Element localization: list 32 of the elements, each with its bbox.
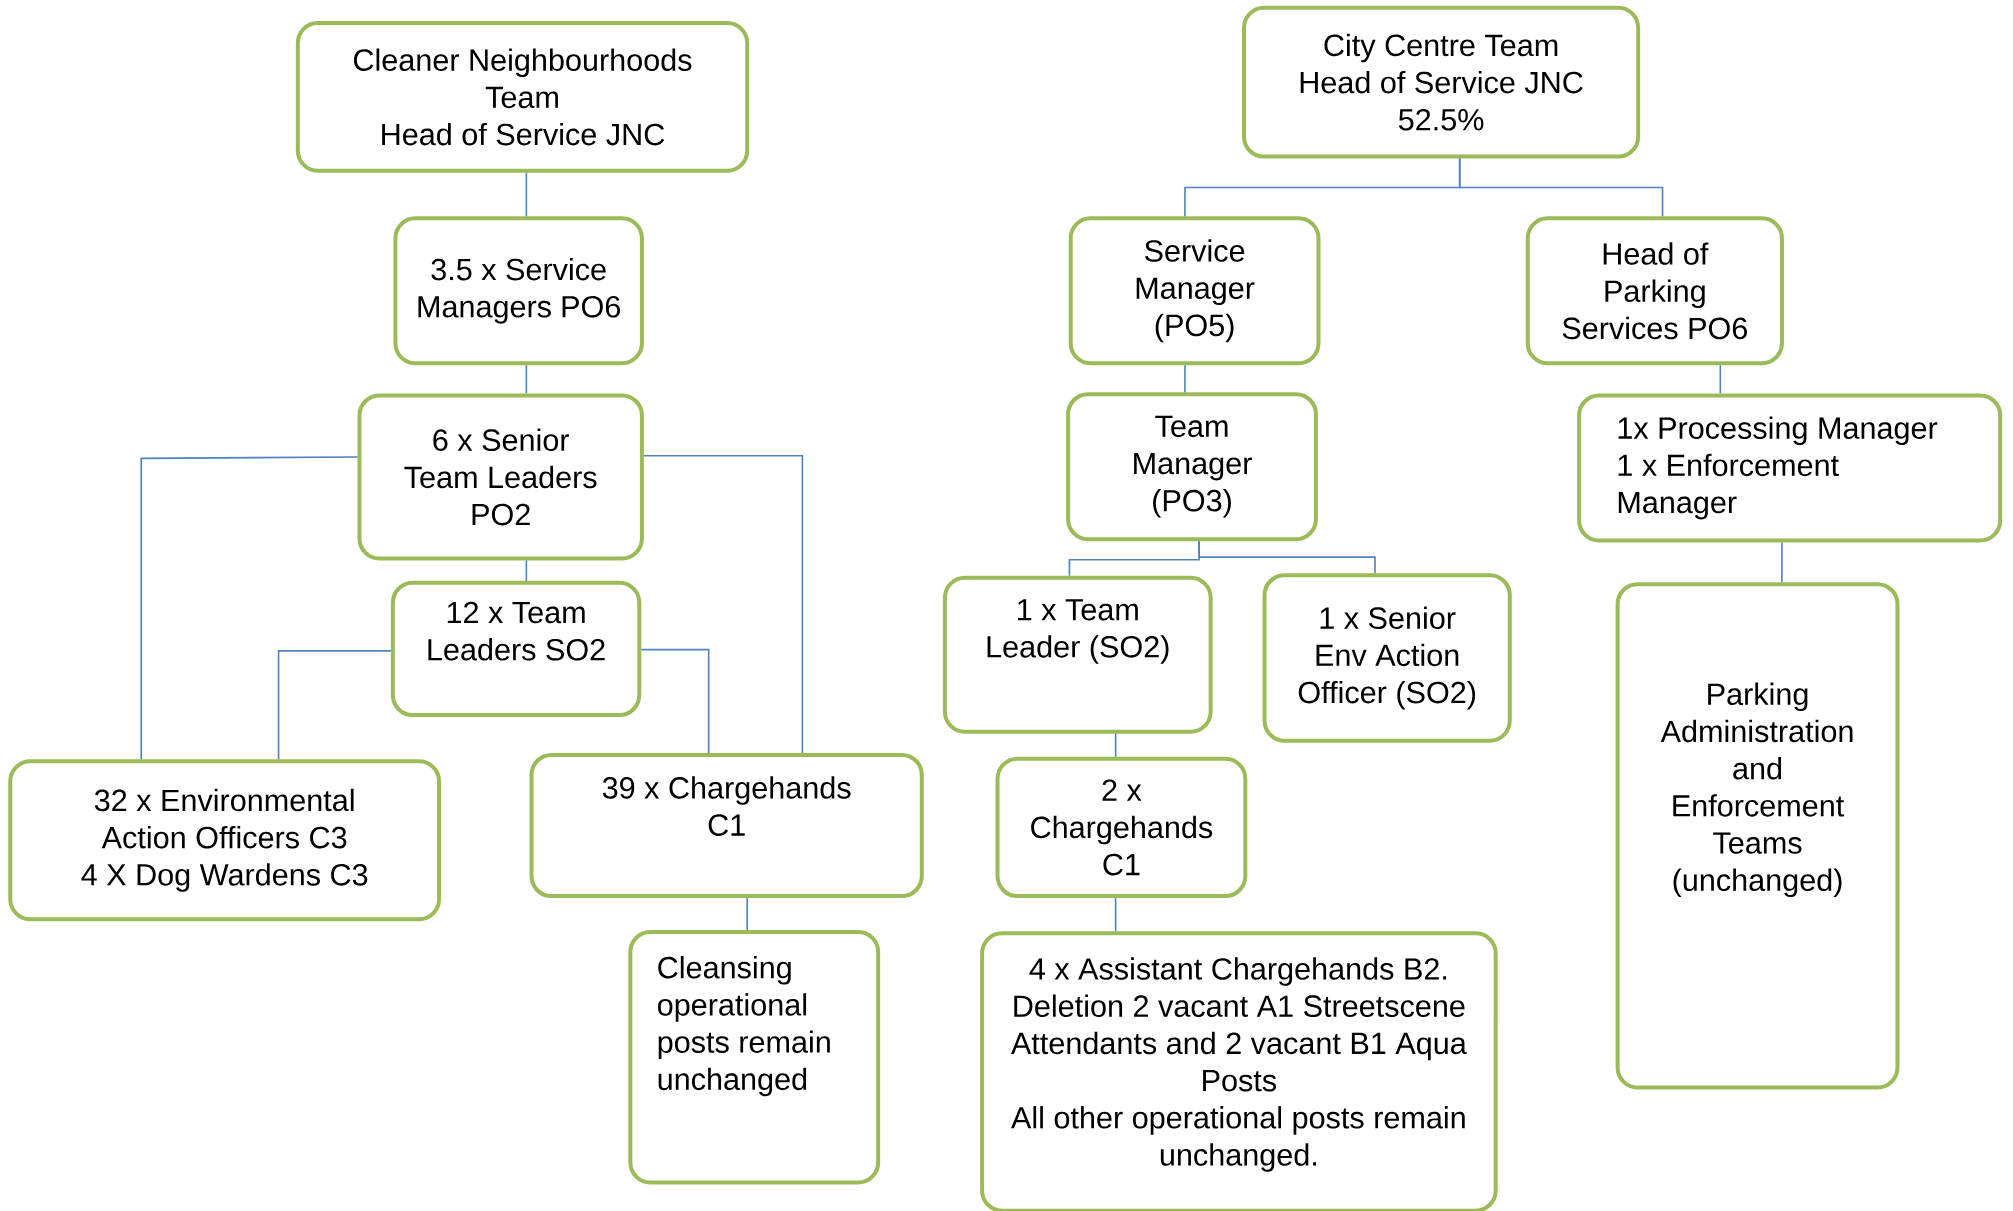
- org-box: 1x Processing Manager 1 x Enforcement Manager: [1577, 393, 2003, 543]
- connector-line: [525, 364, 528, 395]
- connector-line: [525, 559, 528, 582]
- org-box: 12 x Team Leaders SO2: [390, 580, 642, 718]
- connector-line: [1184, 364, 1186, 393]
- org-box: 32 x Environmental Action Officers C3 4 X Dog Wardens C3: [8, 759, 442, 922]
- org-box: 1 x Team Leader (SO2): [942, 575, 1213, 734]
- org-box: 1 x Senior Env Action Officer (SO2): [1262, 573, 1512, 743]
- connector-line: [1198, 540, 1376, 574]
- org-box: 39 x Chargehands C1: [529, 752, 924, 899]
- connector-line: [1781, 541, 1783, 583]
- org-box: City Centre Team Head of Service JNC 52.5%: [1242, 5, 1641, 159]
- org-box: Team Manager (PO3): [1066, 392, 1318, 542]
- connector-line: [525, 171, 528, 218]
- org-box: Parking Administration and Enforcement Teams (unchanged): [1615, 582, 1900, 1090]
- org-box: 4 x Assistant Chargehands B2. Deletion 2 vacant A1 Streetscene Attendants and 2 vacant B1 Aqua Posts All other operational posts remain unchanged.: [980, 931, 1498, 1211]
- org-box: 6 x Senior Team Leaders PO2: [357, 393, 644, 561]
- connector-line: [1114, 897, 1117, 933]
- org-box: Service Manager (PO5): [1068, 216, 1321, 366]
- connector-line: [277, 650, 392, 761]
- connector-line: [140, 456, 359, 761]
- org-box: Cleansing operational posts remain unchanged: [628, 930, 881, 1185]
- org-box: Head of Parking Services PO6: [1525, 216, 1784, 366]
- org-box: 2 x Chargehands C1: [995, 756, 1248, 899]
- connector-line: [640, 648, 710, 754]
- connector-line: [1458, 157, 1664, 218]
- org-box: Cleaner Neighbourhoods Team Head of Service JNC: [295, 21, 750, 173]
- connector-line: [746, 897, 748, 931]
- connector-line: [1719, 364, 1722, 395]
- connector-line: [1114, 733, 1117, 758]
- org-box: 3.5 x Service Managers PO6: [393, 216, 644, 366]
- connector-line: [643, 454, 804, 754]
